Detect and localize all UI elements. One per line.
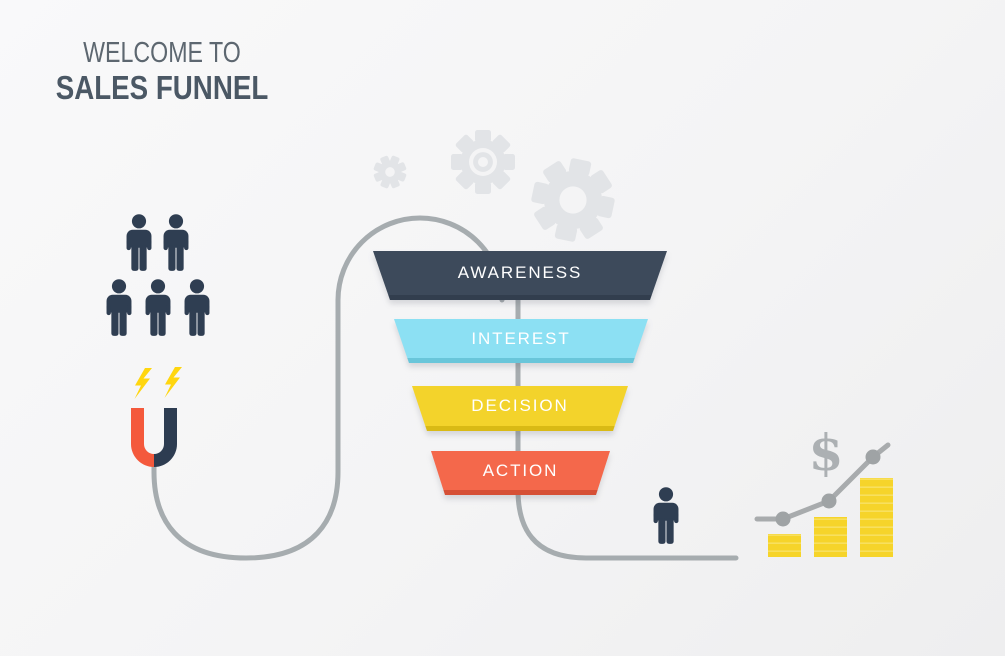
person-icon bbox=[126, 214, 152, 271]
lightning-bolt-icons bbox=[134, 367, 182, 399]
growth-chart: $ bbox=[754, 423, 893, 557]
coin-stack-3 bbox=[860, 478, 893, 557]
person-icon bbox=[184, 279, 210, 336]
funnel-stage-action: ACTION bbox=[431, 451, 610, 495]
funnel-stage-label: INTEREST bbox=[471, 328, 571, 348]
title-line1: WELCOME TO bbox=[83, 37, 241, 69]
person-icon bbox=[106, 279, 132, 336]
gear-icon-medium bbox=[451, 130, 515, 194]
title-line2: SALES FUNNEL bbox=[55, 69, 269, 106]
flow-line-intake bbox=[151, 215, 505, 561]
coin-stack-1 bbox=[768, 534, 801, 557]
funnel-stage-interest: INTEREST bbox=[394, 319, 648, 363]
gear-icon-small bbox=[373, 155, 407, 189]
funnel-stage-decision: DECISION bbox=[412, 386, 628, 431]
flow-line-output bbox=[515, 251, 739, 561]
funnel-stage-label: ACTION bbox=[482, 460, 559, 480]
funnel-stage-awareness: AWARENESS bbox=[373, 251, 667, 300]
trend-dots bbox=[775, 449, 881, 527]
funnel-stage-label: DECISION bbox=[471, 396, 569, 415]
audience-group bbox=[106, 214, 210, 336]
funnel-stage-label: AWARENESS bbox=[457, 263, 583, 282]
person-icon bbox=[145, 279, 171, 336]
customer-icon bbox=[653, 487, 679, 544]
dollar-icon: $ bbox=[809, 423, 844, 482]
gear-icon-large bbox=[531, 158, 615, 242]
person-icon bbox=[163, 214, 189, 271]
page-title: WELCOME TO SALES FUNNEL bbox=[32, 38, 292, 105]
coin-stack-2 bbox=[814, 517, 847, 557]
magnet-icon bbox=[131, 408, 177, 467]
